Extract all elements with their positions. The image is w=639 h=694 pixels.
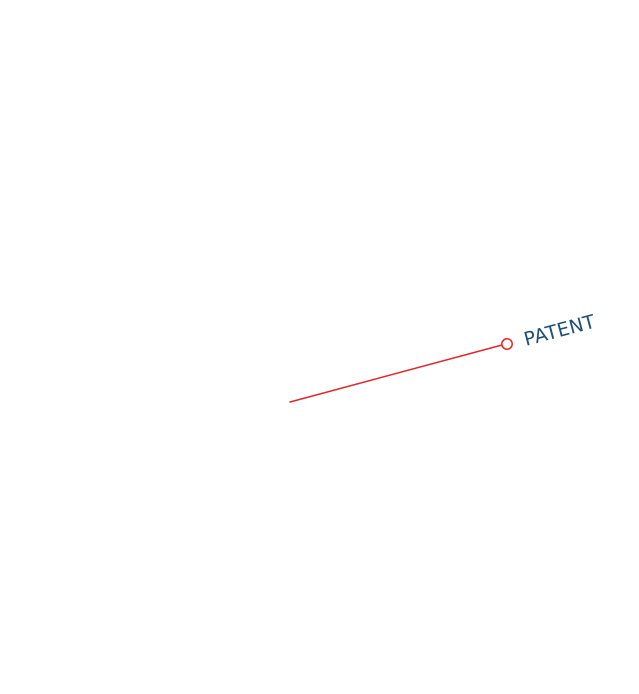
endpoint-marker bbox=[501, 338, 513, 350]
patent-label: PATENT bbox=[522, 311, 598, 351]
connector-line bbox=[289, 344, 503, 403]
